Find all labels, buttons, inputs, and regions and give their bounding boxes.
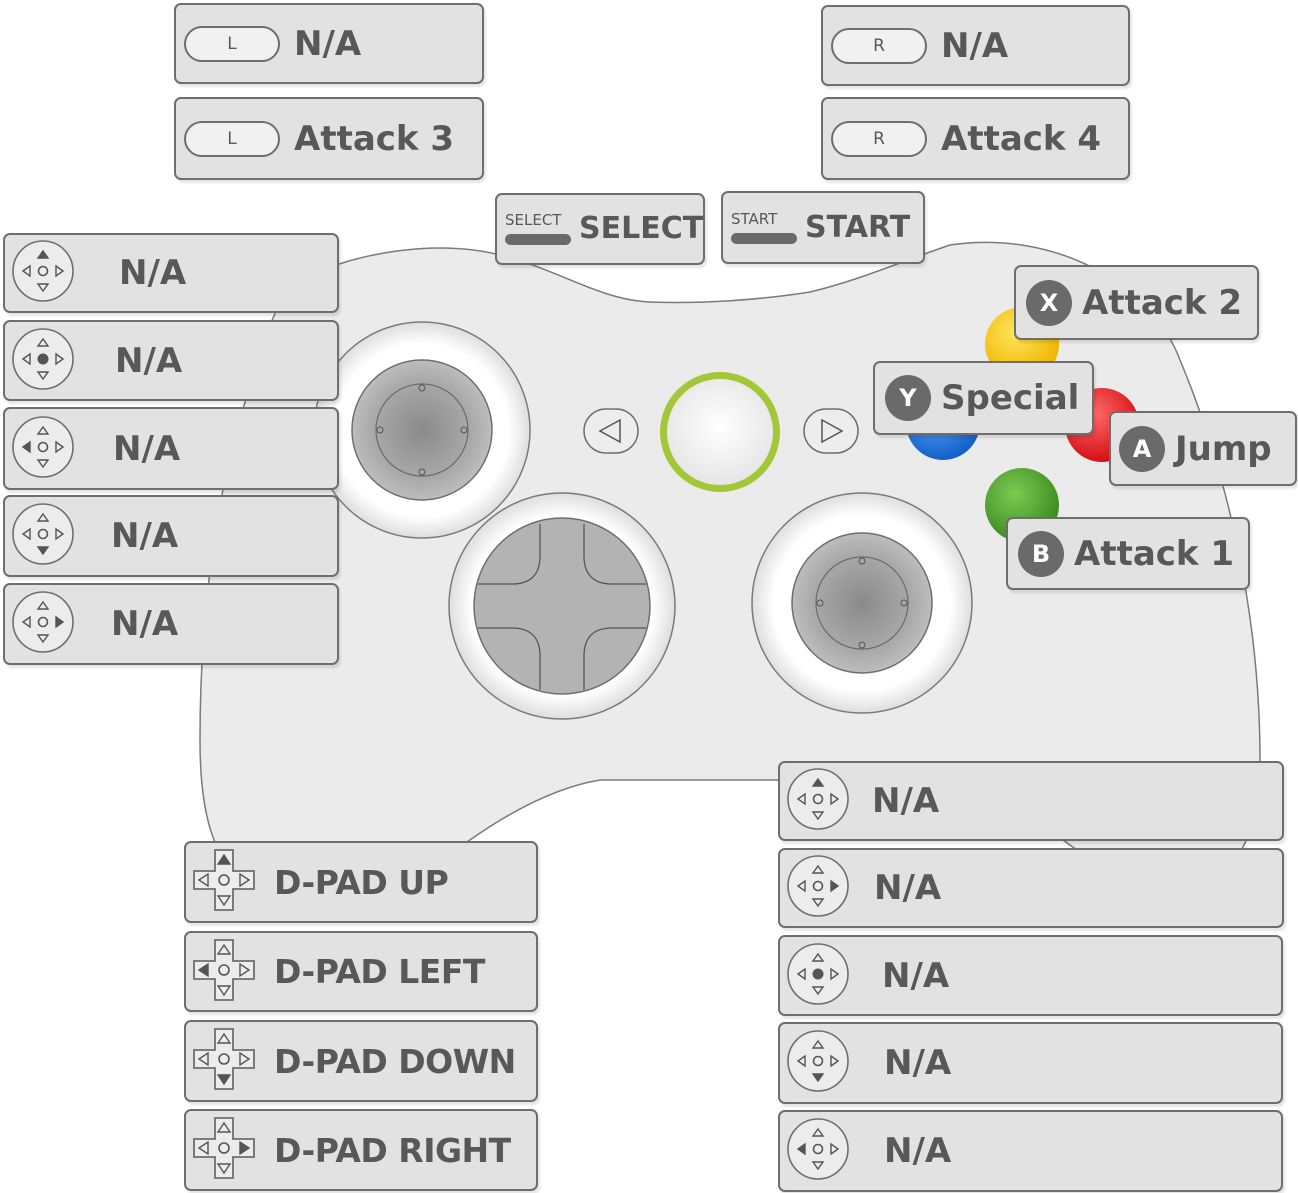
left-stick-row-label: N/A xyxy=(115,340,183,381)
a-button-box[interactable]: A Jump xyxy=(1109,411,1297,486)
dpad-down-icon xyxy=(190,1025,258,1097)
right-bumper-box[interactable]: R N/A xyxy=(821,5,1130,86)
left-stick-row-label: N/A xyxy=(119,253,187,293)
left-shoulder-icon: L xyxy=(184,25,280,62)
stick-left-icon xyxy=(786,1117,850,1185)
guide-button xyxy=(660,372,780,492)
left-bumper-box[interactable]: L N/A xyxy=(174,3,484,84)
right-shoulder-icon: R xyxy=(831,27,927,64)
select-icon: SELECT xyxy=(505,213,571,245)
right-stick-row-label: N/A xyxy=(884,1043,952,1083)
stick-right-icon xyxy=(11,590,75,658)
left-stick-row-label: N/A xyxy=(111,516,179,556)
start-button-shape xyxy=(803,408,859,454)
right-stick-row-left[interactable]: N/A xyxy=(778,1110,1283,1192)
right-stick-row-right[interactable]: N/A xyxy=(778,848,1284,928)
left-bumper-label: N/A xyxy=(294,23,362,64)
x-button-box[interactable]: X Attack 2 xyxy=(1014,265,1259,340)
left-stick-row-label: N/A xyxy=(111,604,179,644)
x-button-icon: X xyxy=(1026,279,1072,326)
y-button-box[interactable]: Y Special xyxy=(873,361,1094,435)
stick-left-icon xyxy=(11,415,75,483)
right-bumper-label: N/A xyxy=(941,25,1009,66)
right-stick-row-press[interactable]: N/A xyxy=(778,935,1283,1016)
stick-press-icon xyxy=(11,327,75,395)
a-button-label: Jump xyxy=(1175,428,1272,469)
b-button-icon: B xyxy=(1018,530,1064,577)
left-stick-row-press[interactable]: N/A xyxy=(3,320,339,401)
dpad-right-icon xyxy=(190,1114,258,1186)
left-stick-row-up[interactable]: N/A xyxy=(3,233,339,313)
dpad-row-label: D-PAD DOWN xyxy=(274,1041,516,1081)
stick-right-icon xyxy=(786,854,850,922)
dpad-row-label: D-PAD RIGHT xyxy=(274,1130,511,1170)
right-stick xyxy=(751,492,973,714)
back-button xyxy=(583,408,639,454)
left-trigger-label: Attack 3 xyxy=(294,118,455,159)
dpad-row-label: D-PAD UP xyxy=(274,862,449,902)
left-stick-row-left[interactable]: N/A xyxy=(3,407,339,490)
left-shoulder-icon: L xyxy=(184,120,280,157)
left-stick xyxy=(313,321,531,539)
right-stick-row-label: N/A xyxy=(872,781,940,821)
left-trigger-box[interactable]: L Attack 3 xyxy=(174,97,484,180)
stick-down-icon xyxy=(11,502,75,570)
y-button-label: Special xyxy=(941,378,1080,418)
dpad xyxy=(448,492,676,720)
right-stick-row-down[interactable]: N/A xyxy=(778,1022,1283,1104)
stick-up-icon xyxy=(786,767,850,835)
right-stick-row-up[interactable]: N/A xyxy=(778,761,1284,841)
select-label: SELECT xyxy=(579,211,704,246)
dpad-row-label: D-PAD LEFT xyxy=(274,952,485,991)
left-stick-row-right[interactable]: N/A xyxy=(3,583,339,665)
right-trigger-box[interactable]: R Attack 4 xyxy=(821,97,1130,180)
right-stick-row-label: N/A xyxy=(884,1131,952,1171)
dpad-row-right[interactable]: D-PAD RIGHT xyxy=(184,1109,538,1191)
start-label: START xyxy=(805,209,911,245)
a-button-icon: A xyxy=(1119,425,1165,472)
start-box[interactable]: START START xyxy=(721,191,925,264)
right-stick-row-label: N/A xyxy=(882,955,950,996)
y-button-icon: Y xyxy=(885,375,931,421)
left-stick-row-down[interactable]: N/A xyxy=(3,495,339,577)
dpad-row-down[interactable]: D-PAD DOWN xyxy=(184,1020,538,1102)
right-stick-row-label: N/A xyxy=(874,868,942,908)
dpad-left-icon xyxy=(190,936,258,1008)
dpad-row-up[interactable]: D-PAD UP xyxy=(184,841,538,923)
dpad-row-left[interactable]: D-PAD LEFT xyxy=(184,931,538,1012)
b-button-box[interactable]: B Attack 1 xyxy=(1006,517,1250,590)
right-trigger-label: Attack 4 xyxy=(941,118,1102,159)
left-stick-row-label: N/A xyxy=(113,428,181,469)
x-button-label: Attack 2 xyxy=(1082,282,1243,323)
b-button-label: Attack 1 xyxy=(1074,533,1235,574)
dpad-up-icon xyxy=(190,846,258,918)
stick-press-icon xyxy=(786,942,850,1010)
stick-down-icon xyxy=(786,1029,850,1097)
right-shoulder-icon: R xyxy=(831,120,927,157)
stick-up-icon xyxy=(11,239,75,307)
start-icon: START xyxy=(731,211,797,244)
select-box[interactable]: SELECT SELECT xyxy=(495,193,705,265)
